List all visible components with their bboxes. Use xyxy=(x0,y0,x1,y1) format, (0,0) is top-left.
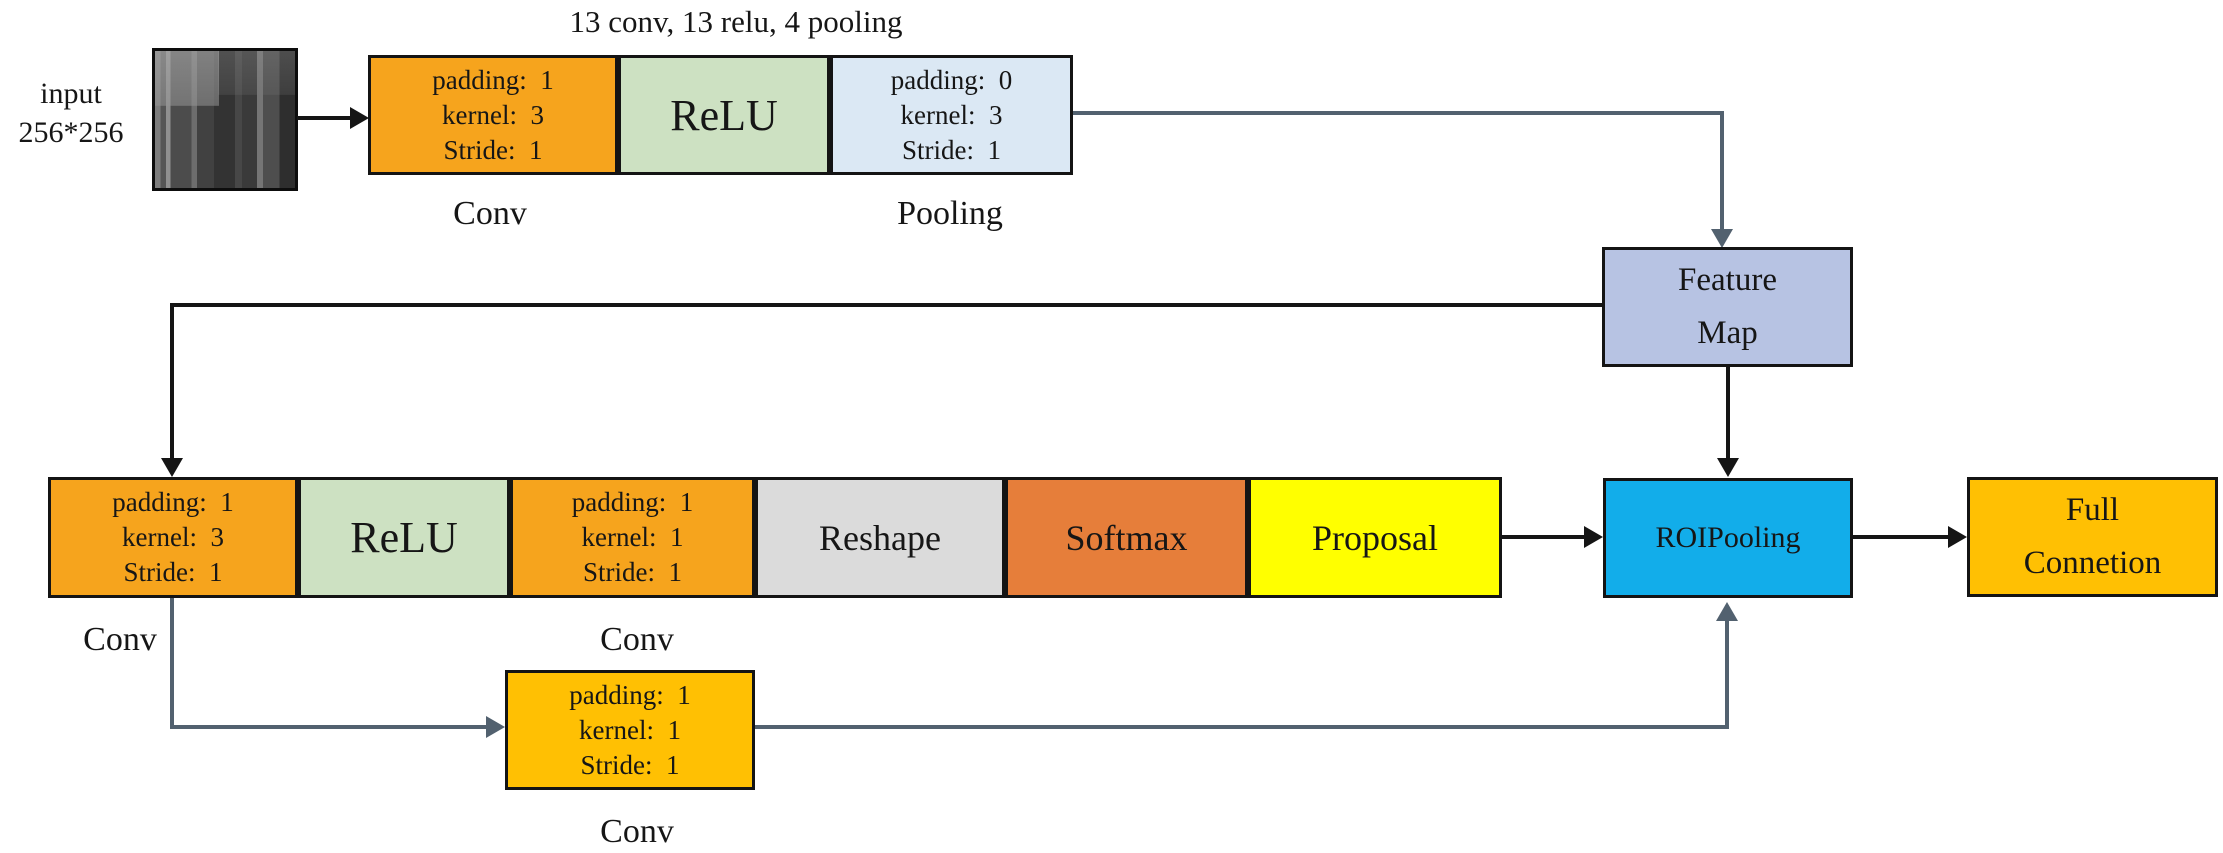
connector-featuremap-rpn-v xyxy=(170,303,174,460)
arrowhead-input-conv xyxy=(350,107,369,129)
conv-box-cls: padding: 1 kernel: 1 Stride: 1 xyxy=(510,477,755,598)
connector-pooling-featuremap-h xyxy=(1073,111,1724,115)
arrowhead-into-featuremap xyxy=(1711,229,1733,248)
connector-input-conv xyxy=(297,116,352,120)
reg-conv-padding: padding: 1 xyxy=(569,679,691,710)
arrowhead-up-into-roipooling xyxy=(1716,602,1738,621)
conv-box-reg: padding: 1 kernel: 1 Stride: 1 xyxy=(505,670,755,790)
full-connection-line2: Connetion xyxy=(2023,545,2162,581)
cls-conv-stride: Stride: 1 xyxy=(583,557,682,587)
feature-map-line1: Feature xyxy=(1678,262,1777,298)
relu-box-rpn: ReLU xyxy=(298,477,510,598)
relu-label: ReLU xyxy=(670,90,778,140)
proposal-label: Proposal xyxy=(1312,517,1438,558)
softmax-box: Softmax xyxy=(1005,477,1248,598)
pooling-kernel: kernel: 3 xyxy=(900,99,1003,130)
feature-map-box: Feature Map xyxy=(1602,247,1853,367)
arrowhead-into-rpn-conv xyxy=(161,458,183,477)
conv-box-backbone: padding: 1 kernel: 3 Stride: 1 xyxy=(368,55,618,175)
cls-conv-kernel: kernel: 1 xyxy=(581,522,684,552)
diagram-title: 13 conv, 13 relu, 4 pooling xyxy=(569,4,903,39)
conv-caption-cls: Conv xyxy=(600,621,674,658)
conv-kernel: kernel: 3 xyxy=(442,99,544,130)
conv-caption-reg: Conv xyxy=(600,813,674,850)
rpn-conv-padding: padding: 1 xyxy=(112,487,234,517)
input-label-line2: 256*256 xyxy=(18,116,124,149)
rpn-relu-label: ReLU xyxy=(350,513,458,562)
conv-stride: Stride: 1 xyxy=(443,134,543,165)
conv-padding: padding: 1 xyxy=(432,64,554,95)
reg-conv-stride: Stride: 1 xyxy=(580,749,680,780)
arrowhead-roipooling-full xyxy=(1948,526,1967,548)
reg-conv-kernel: kernel: 1 xyxy=(579,714,681,745)
input-label-line1: input xyxy=(40,77,102,110)
pooling-box-backbone: padding: 0 kernel: 3 Stride: 1 xyxy=(830,55,1073,175)
connector-rpnconv-branch-h xyxy=(170,725,489,729)
input-size-label: input 256*256 xyxy=(0,74,142,152)
rpn-conv-stride: Stride: 1 xyxy=(123,557,223,587)
connector-featuremap-roipooling xyxy=(1726,367,1730,459)
connector-proposal-roipooling xyxy=(1502,535,1584,539)
connector-branch-roipooling-h xyxy=(755,725,1729,729)
relu-box-backbone: ReLU xyxy=(618,55,830,175)
connector-featuremap-rpn-h xyxy=(170,303,1602,307)
proposal-box: Proposal xyxy=(1248,477,1502,598)
pooling-stride: Stride: 1 xyxy=(902,134,1001,165)
arrowhead-down-into-roipooling xyxy=(1717,458,1739,477)
full-connection-box: Full Connetion xyxy=(1967,477,2218,597)
reshape-label: Reshape xyxy=(819,517,941,558)
input-image-thumbnail xyxy=(152,48,298,191)
conv-box-rpn: padding: 1 kernel: 3 Stride: 1 xyxy=(48,477,298,598)
conv-caption-backbone: Conv xyxy=(453,195,527,232)
roipooling-box: ROIPooling xyxy=(1603,478,1853,598)
softmax-label: Softmax xyxy=(1065,517,1188,558)
connector-roipooling-full xyxy=(1853,535,1948,539)
cls-conv-padding: padding: 1 xyxy=(571,487,694,517)
pooling-caption-backbone: Pooling xyxy=(897,195,1003,232)
connector-pooling-featuremap-v xyxy=(1720,111,1724,231)
arrowhead-into-branch-conv xyxy=(486,716,505,738)
roipooling-label: ROIPooling xyxy=(1655,521,1801,554)
connector-branch-roipooling-v xyxy=(1725,620,1729,729)
full-connection-line1: Full xyxy=(2065,492,2120,528)
feature-map-line2: Map xyxy=(1697,315,1758,351)
reshape-box: Reshape xyxy=(755,477,1005,598)
connector-rpnconv-branch-v xyxy=(170,598,174,729)
rpn-conv-kernel: kernel: 3 xyxy=(122,522,224,552)
pooling-padding: padding: 0 xyxy=(890,64,1013,95)
conv-caption-rpn: Conv xyxy=(83,621,157,658)
arrowhead-proposal-roipooling xyxy=(1584,526,1603,548)
